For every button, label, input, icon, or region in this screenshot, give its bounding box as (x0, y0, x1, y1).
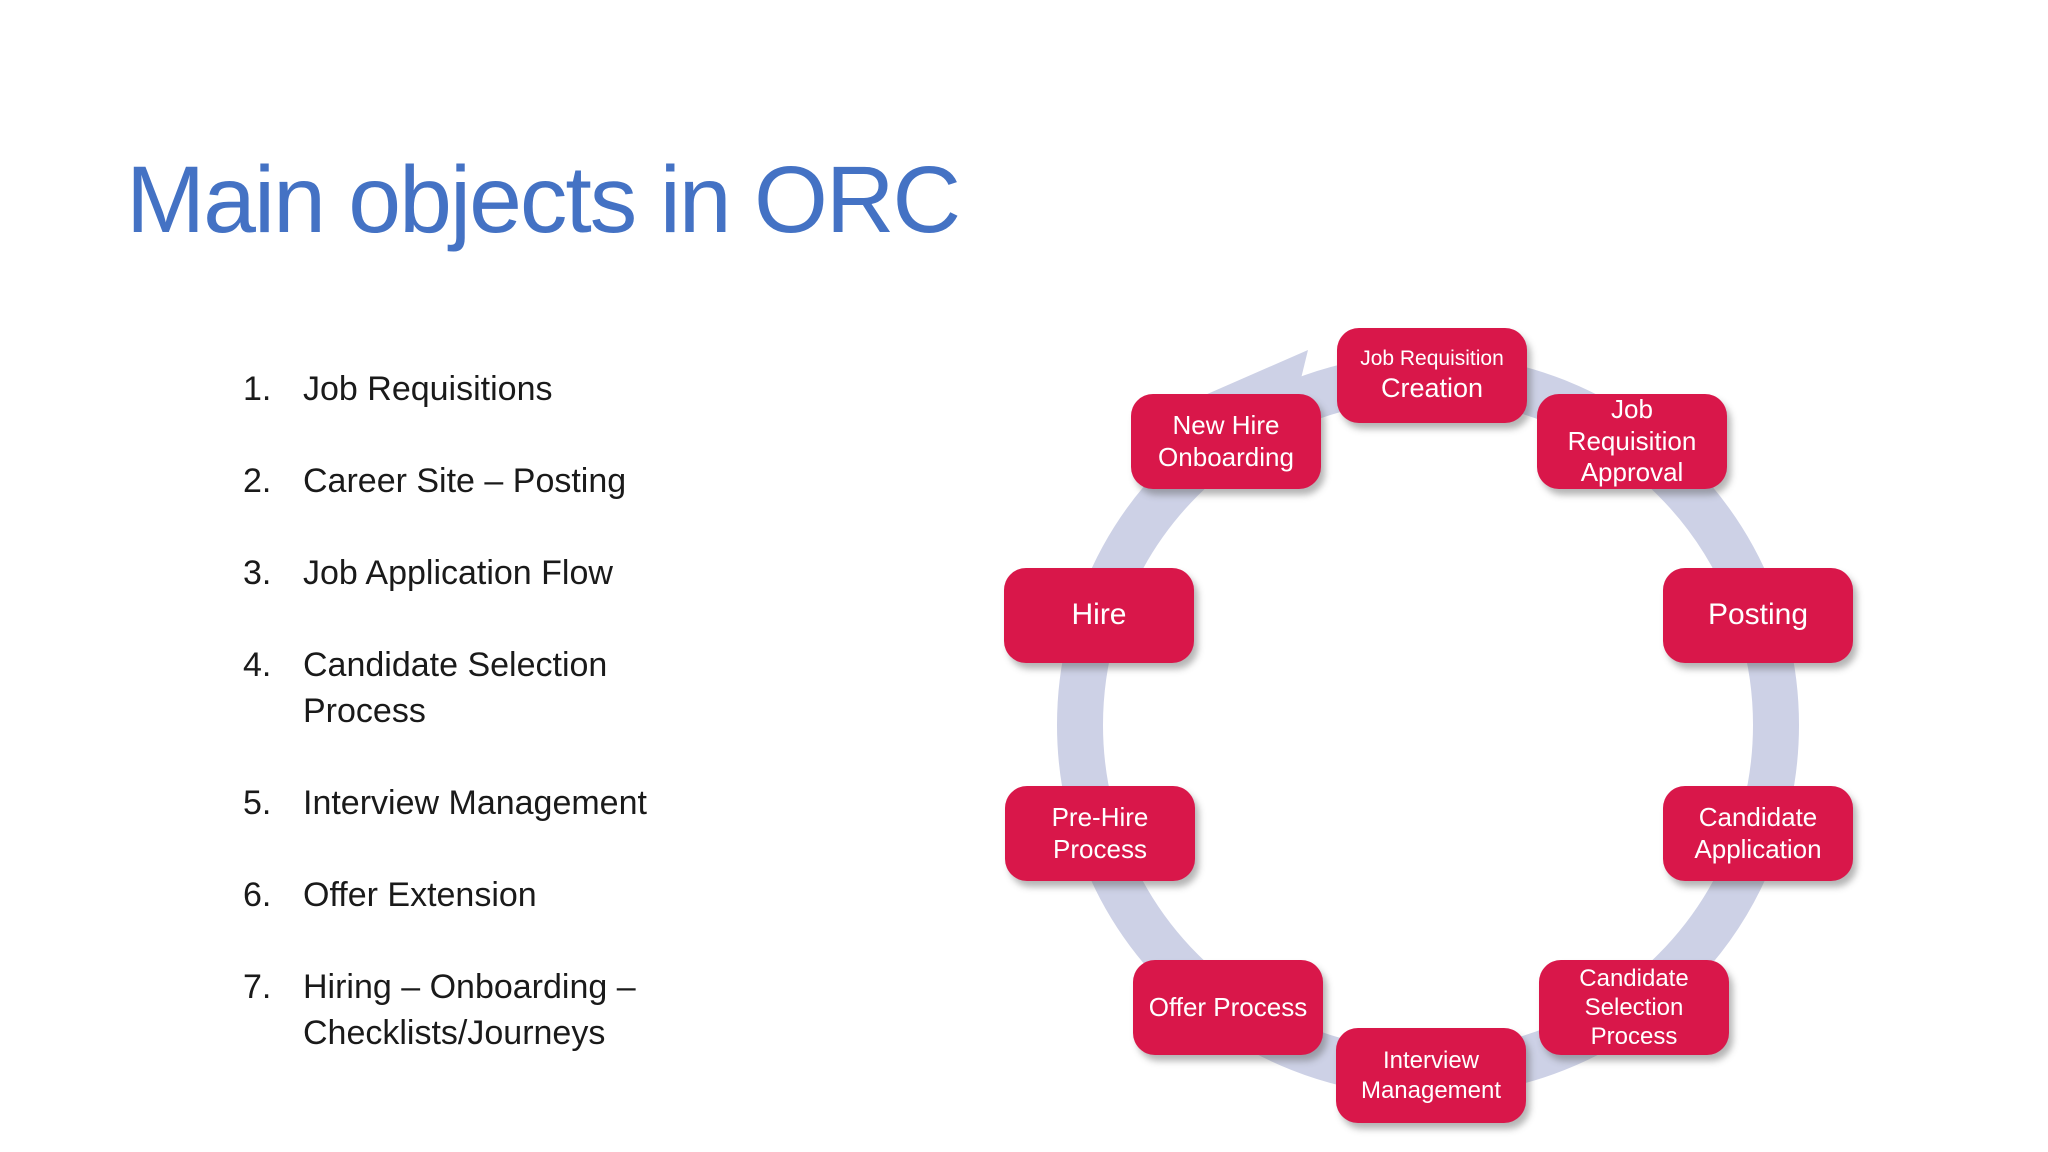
cycle-node-candidate-selection-process: Candidate Selection Process (1539, 960, 1729, 1055)
cycle-node-job-requisition-approval: Job Requisition Approval (1537, 394, 1727, 489)
list-item: 4. Candidate Selection Process (243, 642, 703, 734)
node-label: Pre-Hire Process (1051, 801, 1149, 864)
list-item-number: 5. (243, 784, 272, 822)
cycle-node-posting: Posting (1663, 568, 1853, 663)
node-label: Interview Management (1360, 1047, 1502, 1104)
list-item-text: Candidate Selection Process (303, 646, 608, 730)
node-label: Candidate Selection Process (1579, 964, 1689, 1051)
cycle-node-candidate-application: Candidate Application (1663, 786, 1853, 881)
main-objects-list: 1. Job Requisitions 2. Career Site – Pos… (243, 366, 713, 1102)
list-item-text: Job Requisitions (303, 370, 553, 408)
list-item-number: 4. (243, 646, 272, 684)
list-item: 1. Job Requisitions (243, 366, 703, 412)
cycle-node-new-hire-onboarding: New Hire Onboarding (1131, 394, 1321, 489)
node-label: New Hire Onboarding (1158, 409, 1294, 472)
list-item-number: 1. (243, 370, 272, 408)
cycle-node-interview-management: Interview Management (1336, 1028, 1526, 1123)
list-item-text: Hiring – Onboarding – Checklists/Journey… (303, 968, 636, 1052)
list-item: 5. Interview Management (243, 780, 703, 826)
list-item: 2. Career Site – Posting (243, 458, 703, 504)
list-item-text: Offer Extension (303, 876, 537, 914)
list-item-number: 3. (243, 554, 272, 592)
node-label: Posting (1707, 598, 1809, 632)
cycle-node-offer-process: Offer Process (1133, 960, 1323, 1055)
node-label: Hire (1071, 598, 1127, 632)
node-label-line: Creation (1380, 372, 1484, 403)
list-item: 3. Job Application Flow (243, 550, 703, 596)
list-item-number: 7. (243, 968, 272, 1006)
list-item-text: Career Site – Posting (303, 462, 627, 500)
cycle-node-job-requisition-creation: Job Requisition Creation (1337, 328, 1527, 423)
node-label-line: Job Requisition (1360, 347, 1504, 371)
list-item-number: 2. (243, 462, 272, 500)
cycle-node-pre-hire-process: Pre-Hire Process (1005, 786, 1195, 881)
node-label: Candidate Application (1694, 801, 1822, 864)
list-item-text: Interview Management (303, 784, 647, 822)
list-item-text: Job Application Flow (303, 554, 613, 592)
node-label: Job Requisition Approval (1567, 393, 1697, 488)
list-item: 6. Offer Extension (243, 872, 703, 918)
list-item-number: 6. (243, 876, 272, 914)
node-label: Offer Process (1148, 991, 1308, 1022)
page-title: Main objects in ORC (126, 147, 961, 253)
list-item: 7. Hiring – Onboarding – Checklists/Jour… (243, 964, 703, 1056)
cycle-node-hire: Hire (1004, 568, 1194, 663)
